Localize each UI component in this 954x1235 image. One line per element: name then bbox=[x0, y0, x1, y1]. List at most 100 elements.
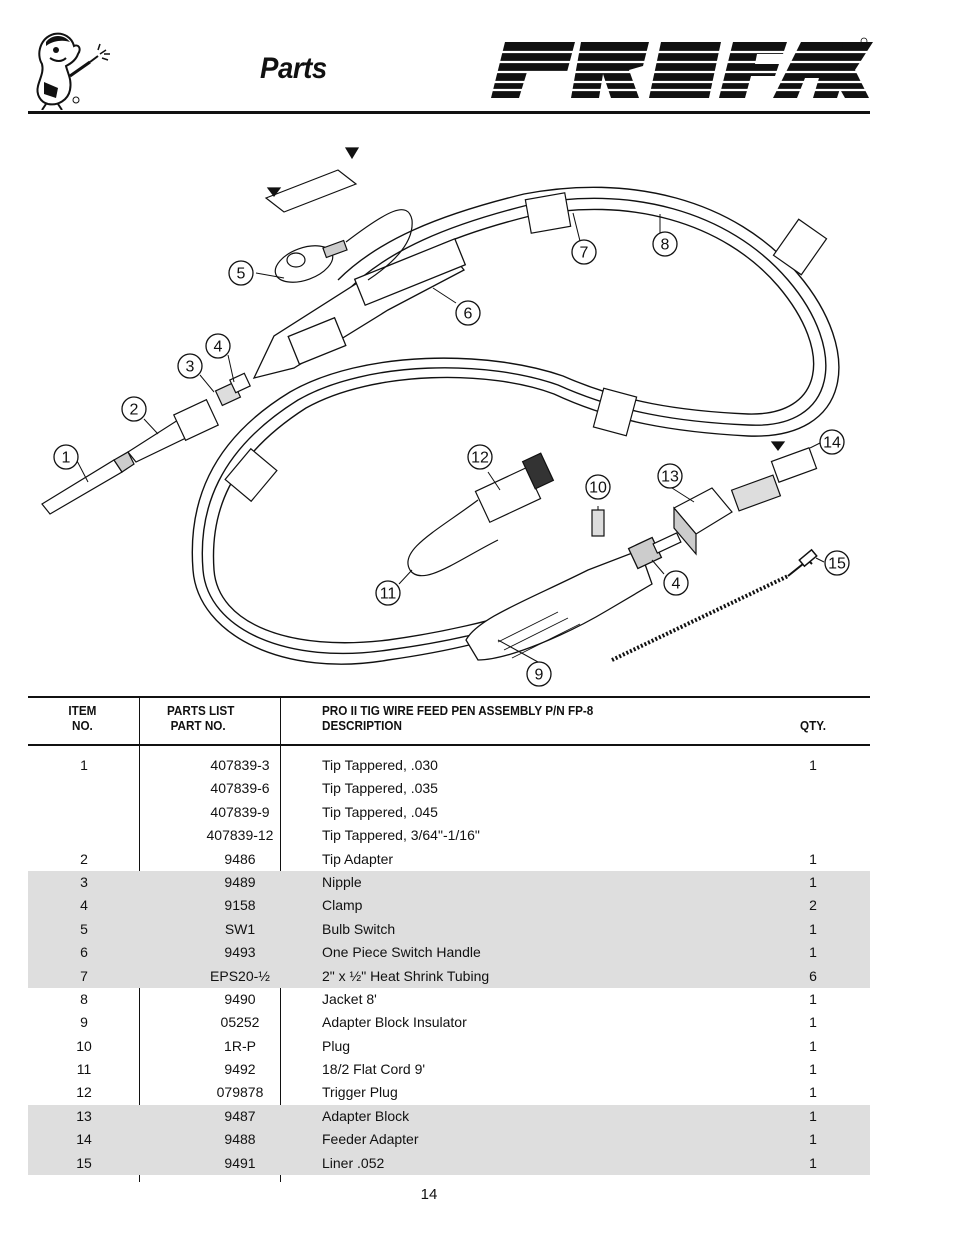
header-part-line2: PART NO. bbox=[170, 718, 226, 733]
cell-part: 407839-9 bbox=[210, 803, 270, 820]
callout-9: 9 bbox=[526, 661, 552, 687]
cell-item: 7 bbox=[80, 967, 88, 984]
header-part-line1: PARTS LIST bbox=[167, 703, 235, 718]
callout-6: 6 bbox=[455, 300, 481, 326]
cell-desc: Jacket 8' bbox=[322, 990, 377, 1007]
adapter-block bbox=[591, 487, 733, 556]
cell-desc: Tip Tappered, .030 bbox=[322, 757, 438, 773]
cell-desc: Adapter Block Insulator bbox=[322, 1014, 467, 1031]
cell-desc: Liner .052 bbox=[322, 1154, 385, 1171]
cell-desc: Feeder Adapter bbox=[322, 1131, 419, 1148]
cell-desc: Tip Tappered, .035 bbox=[322, 780, 438, 797]
header-item-line2: NO. bbox=[71, 718, 93, 733]
switch-handle bbox=[252, 237, 467, 379]
cell-part: 079878 bbox=[216, 1084, 264, 1101]
cell-part: 9490 bbox=[224, 990, 256, 1007]
table-row: 6 9493 One Piece Switch Handle 1 bbox=[28, 941, 870, 965]
header-desc-line1: PRO II TIG WIRE FEED PEN ASSEMBLY P/N FP… bbox=[322, 703, 594, 718]
callout-circle bbox=[228, 260, 254, 286]
callout-number: 4 bbox=[672, 576, 681, 593]
callout-number: 6 bbox=[464, 306, 473, 323]
callout-circle bbox=[657, 463, 683, 489]
callout-circle bbox=[53, 444, 79, 470]
cell-part: 9493 bbox=[224, 944, 256, 961]
trigger-plug-assembly bbox=[407, 452, 555, 577]
callout-number: 12 bbox=[471, 450, 489, 467]
callout-12: 12 bbox=[467, 444, 493, 470]
callout-circle bbox=[571, 239, 597, 265]
callout-leaders bbox=[74, 212, 825, 663]
cell-desc: Tip Tappered, .045 bbox=[322, 803, 438, 820]
cell-item: 4 bbox=[80, 897, 88, 914]
cell-item: 5 bbox=[80, 920, 88, 937]
callout-circle bbox=[585, 474, 611, 500]
cell-item: 10 bbox=[76, 1037, 92, 1054]
cell-desc: 2" x ½" Heat Shrink Tubing bbox=[322, 967, 490, 984]
callout-number: 7 bbox=[580, 245, 589, 262]
welder-mascot-icon bbox=[36, 32, 110, 110]
cell-qty: 2 bbox=[809, 897, 817, 914]
header-item: ITEM NO. bbox=[68, 703, 97, 733]
header-rule bbox=[28, 111, 870, 114]
header-desc-line2: DESCRIPTION bbox=[322, 718, 402, 733]
cell-item: 9 bbox=[80, 1014, 88, 1031]
callout-8: 8 bbox=[652, 231, 678, 257]
cell-item: 14 bbox=[76, 1131, 92, 1148]
cell-part: 9488 bbox=[224, 1131, 256, 1148]
header-qty: QTY. bbox=[800, 718, 827, 733]
callout-circle bbox=[121, 396, 147, 422]
callout-circle bbox=[526, 661, 552, 687]
cell-desc: Tip Adapter bbox=[322, 850, 394, 867]
parts-list-table: ITEM NO. PARTS LIST PART NO. PRO II TIG … bbox=[28, 696, 870, 1182]
callout-1: 1 bbox=[53, 444, 79, 470]
callout-circle bbox=[467, 444, 493, 470]
cell-qty: 1 bbox=[809, 944, 817, 961]
cell-desc: 18/2 Flat Cord 9' bbox=[322, 1061, 426, 1078]
cell-item: 3 bbox=[80, 873, 88, 890]
cell-part: 9158 bbox=[224, 897, 256, 914]
callout-number: 13 bbox=[661, 469, 679, 486]
cell-desc: Trigger Plug bbox=[322, 1084, 398, 1101]
callout-13: 13 bbox=[657, 463, 683, 489]
cell-qty: 1 bbox=[809, 757, 817, 773]
callout-number: 14 bbox=[823, 435, 841, 452]
cell-item: 12 bbox=[76, 1084, 92, 1101]
cell-part: 05252 bbox=[220, 1014, 260, 1031]
callout-15: 15 bbox=[824, 550, 850, 576]
callout-3: 3 bbox=[177, 353, 203, 379]
cell-part: 9486 bbox=[224, 850, 256, 867]
cell-part: SW1 bbox=[224, 920, 256, 937]
cell-part: 1R-P bbox=[224, 1037, 256, 1054]
callout-4: 4 bbox=[205, 333, 231, 359]
callout-circle bbox=[663, 570, 689, 596]
cell-desc: Plug bbox=[322, 1037, 351, 1054]
callout-number: 15 bbox=[828, 556, 846, 573]
cell-item: 6 bbox=[80, 944, 88, 961]
liner bbox=[611, 548, 818, 662]
cell-qty: 1 bbox=[809, 1061, 817, 1078]
profax-logo bbox=[483, 37, 873, 98]
header-part: PARTS LIST PART NO. bbox=[167, 703, 234, 733]
cell-qty: 1 bbox=[809, 990, 817, 1007]
cell-qty: 1 bbox=[809, 1107, 817, 1124]
cell-part: EPS20-½ bbox=[210, 967, 270, 984]
cell-desc: Tip Tappered, 3/64"-1/16" bbox=[322, 827, 480, 844]
callout-5: 5 bbox=[228, 260, 254, 286]
heat-shrink-bands bbox=[224, 192, 828, 503]
cell-qty: 1 bbox=[809, 873, 817, 890]
cell-item: 15 bbox=[76, 1154, 92, 1171]
callout-4: 4 bbox=[663, 570, 689, 596]
callout-2: 2 bbox=[121, 396, 147, 422]
callout-number: 9 bbox=[535, 667, 544, 684]
cell-desc: One Piece Switch Handle bbox=[322, 944, 481, 961]
cell-qty: 1 bbox=[809, 920, 817, 937]
